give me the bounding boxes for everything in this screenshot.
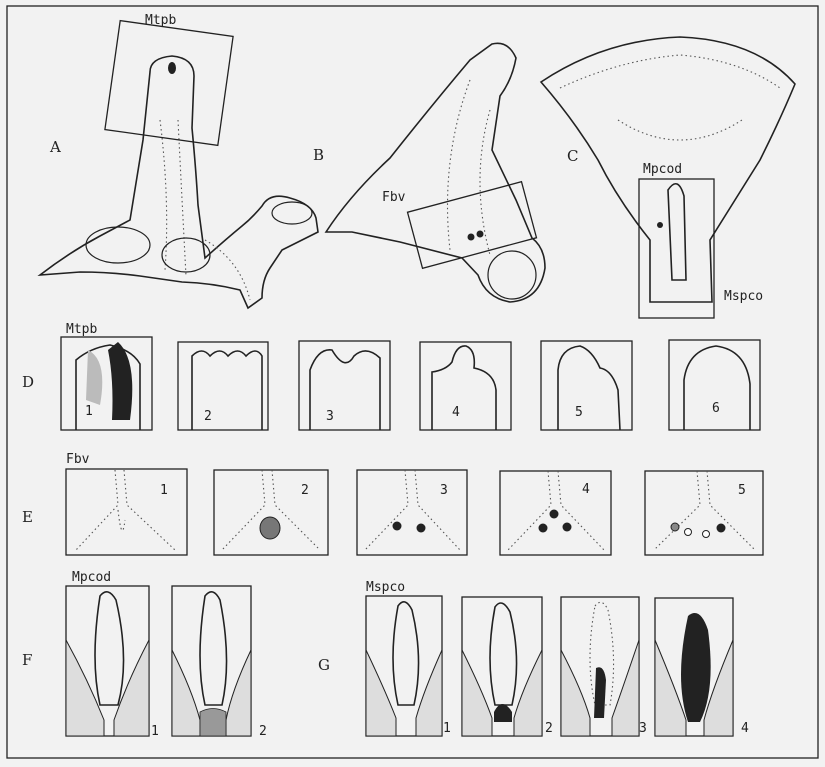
- row-e-item-1: 1: [66, 469, 187, 555]
- svg-text:2: 2: [204, 409, 212, 424]
- label-mpcod-row-f: Mpcod: [72, 570, 111, 585]
- panel-label-g: G: [318, 656, 330, 674]
- svg-text:4: 4: [741, 721, 749, 736]
- svg-text:4: 4: [452, 405, 460, 420]
- row-g-item-2: 2: [462, 597, 553, 736]
- svg-text:2: 2: [545, 721, 553, 736]
- svg-text:3: 3: [440, 483, 448, 498]
- svg-text:3: 3: [639, 721, 647, 736]
- svg-text:1: 1: [443, 721, 451, 736]
- row-e-item-2: 2: [214, 470, 328, 555]
- panel-label-b: B: [313, 146, 324, 164]
- panel-label-e: E: [22, 508, 33, 526]
- label-mspco-c: Mspco: [724, 289, 763, 304]
- mtpb-box-a: [105, 21, 233, 146]
- row-d-item-1: 1: [61, 337, 152, 430]
- row-g-item-4: 4: [655, 598, 749, 736]
- svg-text:1: 1: [85, 404, 93, 419]
- svg-text:6: 6: [712, 401, 720, 416]
- row-e-item-3: 3: [357, 470, 467, 555]
- svg-text:5: 5: [575, 405, 583, 420]
- svg-text:1: 1: [151, 724, 159, 739]
- row-g-item-3: 3: [561, 597, 647, 736]
- row-d-item-4: 4: [420, 342, 511, 430]
- label-fbv-row-e: Fbv: [66, 452, 90, 467]
- panel-label-d: D: [22, 373, 34, 391]
- label-fbv-b: Fbv: [382, 190, 406, 205]
- svg-text:1: 1: [160, 483, 168, 498]
- row-d-item-6: 6: [669, 340, 760, 430]
- row-d-item-5: 5: [541, 341, 632, 430]
- svg-text:3: 3: [326, 409, 334, 424]
- panel-label-c: C: [567, 147, 578, 165]
- svg-text:5: 5: [738, 483, 746, 498]
- row-e-item-4: 4: [500, 471, 611, 555]
- row-e-item-5: 5: [645, 471, 763, 555]
- row-d-item-3: 3: [299, 341, 390, 430]
- svg-text:2: 2: [259, 724, 267, 739]
- label-mpcod-c: Mpcod: [643, 162, 682, 177]
- row-f-item-2: 2: [172, 586, 267, 739]
- row-g-item-1: 1: [366, 596, 451, 736]
- label-mspco-row-g: Mspco: [366, 580, 405, 595]
- bone-b: [326, 43, 545, 302]
- svg-text:2: 2: [301, 483, 309, 498]
- fbv-box-b: [408, 182, 537, 269]
- row-f-item-1: 1: [66, 586, 159, 739]
- row-d-item-2: 2: [178, 342, 268, 430]
- bone-a: [40, 56, 318, 308]
- panel-label-a: A: [49, 138, 61, 156]
- panel-label-f: F: [22, 651, 32, 669]
- label-mtpb-row-d: Mtpb: [66, 322, 97, 337]
- svg-text:4: 4: [582, 482, 590, 497]
- label-mtpb-a: Mtpb: [145, 13, 176, 28]
